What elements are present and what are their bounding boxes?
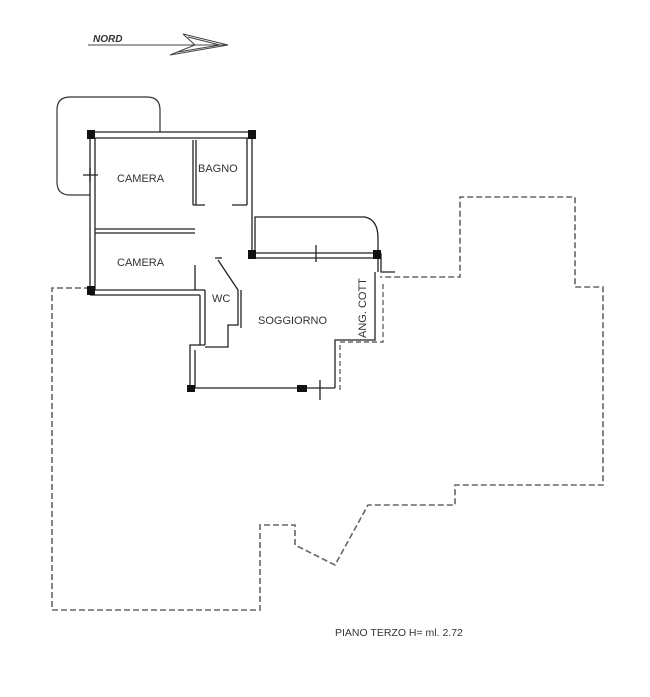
floor-caption: PIANO TERZO H= ml. 2.72 xyxy=(335,627,463,639)
room-label-camera: CAMERA xyxy=(117,173,165,185)
north-label: NORD xyxy=(93,34,123,45)
north-arrow-icon xyxy=(88,33,229,56)
room-label-bagno: BAGNO xyxy=(198,163,238,175)
terrace-outline-inner xyxy=(339,284,384,390)
balcony-outline xyxy=(56,96,161,196)
walls xyxy=(83,131,395,400)
terrace-outline xyxy=(51,196,604,611)
room-label-angolo-cottura: ANG. COTT xyxy=(357,278,369,338)
room-label-wc: WC xyxy=(212,293,231,305)
room-label-camera: CAMERA xyxy=(117,257,165,269)
room-label-soggiorno: SOGGIORNO xyxy=(258,315,328,327)
structural-posts xyxy=(87,130,381,392)
